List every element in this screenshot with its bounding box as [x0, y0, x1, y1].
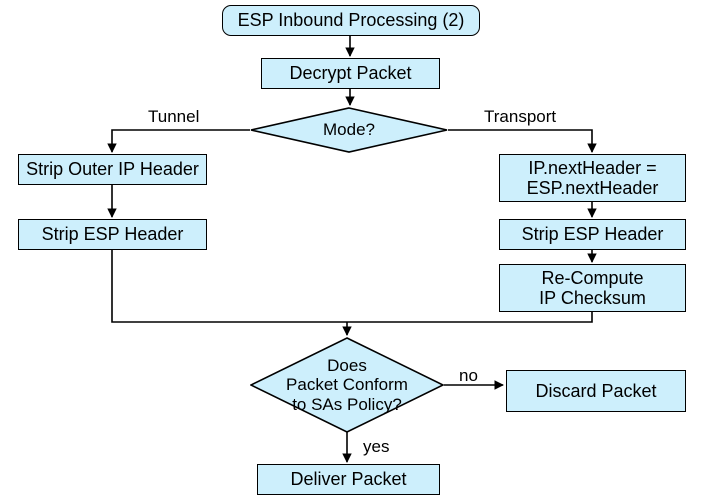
node-decrypt-packet[interactable]: Decrypt Packet: [261, 58, 440, 89]
node-strip-outer-ip-header[interactable]: Strip Outer IP Header: [18, 154, 207, 185]
node-label: Does Packet Conform to SAs Policy?: [286, 356, 408, 414]
node-label: Strip ESP Header: [521, 224, 664, 245]
diamond-shape: [250, 107, 448, 153]
edge-strip-esp-merge: [111, 250, 347, 323]
node-ip-nextheader-assign[interactable]: IP.nextHeader = ESP.nextHeader: [499, 154, 686, 202]
node-strip-esp-header-tunnel[interactable]: Strip ESP Header: [18, 219, 207, 250]
diamond-shape: [250, 337, 444, 433]
edge-mode-strip-outer: [107, 129, 250, 153]
node-label: Decrypt Packet: [289, 63, 412, 84]
node-conform-decision[interactable]: Does Packet Conform to SAs Policy?: [250, 337, 444, 433]
node-label: Re-Compute IP Checksum: [539, 267, 646, 308]
node-discard-packet[interactable]: Discard Packet: [506, 370, 686, 412]
node-label: Deliver Packet: [290, 469, 407, 490]
node-recompute-ip-checksum[interactable]: Re-Compute IP Checksum: [499, 264, 686, 312]
node-label: ESP Inbound Processing (2): [237, 10, 465, 31]
edge-label-transport: Transport: [484, 107, 557, 126]
node-label: IP.nextHeader = ESP.nextHeader: [526, 157, 659, 198]
edge-label-tunnel: Tunnel: [148, 107, 200, 126]
node-label: Strip Outer IP Header: [26, 159, 199, 180]
node-label: Discard Packet: [535, 380, 657, 401]
edge-label-yes: yes: [363, 437, 390, 456]
edge-label-no: no: [459, 366, 478, 385]
node-esp-inbound-processing[interactable]: ESP Inbound Processing (2): [222, 5, 480, 36]
edge-mode-nextheader: [448, 129, 597, 153]
node-label: Mode?: [323, 120, 375, 140]
node-strip-esp-header-transport[interactable]: Strip ESP Header: [499, 219, 686, 250]
node-deliver-packet[interactable]: Deliver Packet: [257, 464, 440, 495]
node-mode-decision[interactable]: Mode?: [250, 107, 448, 153]
node-label: Strip ESP Header: [41, 224, 184, 245]
edge-recompute-merge: [347, 312, 593, 323]
